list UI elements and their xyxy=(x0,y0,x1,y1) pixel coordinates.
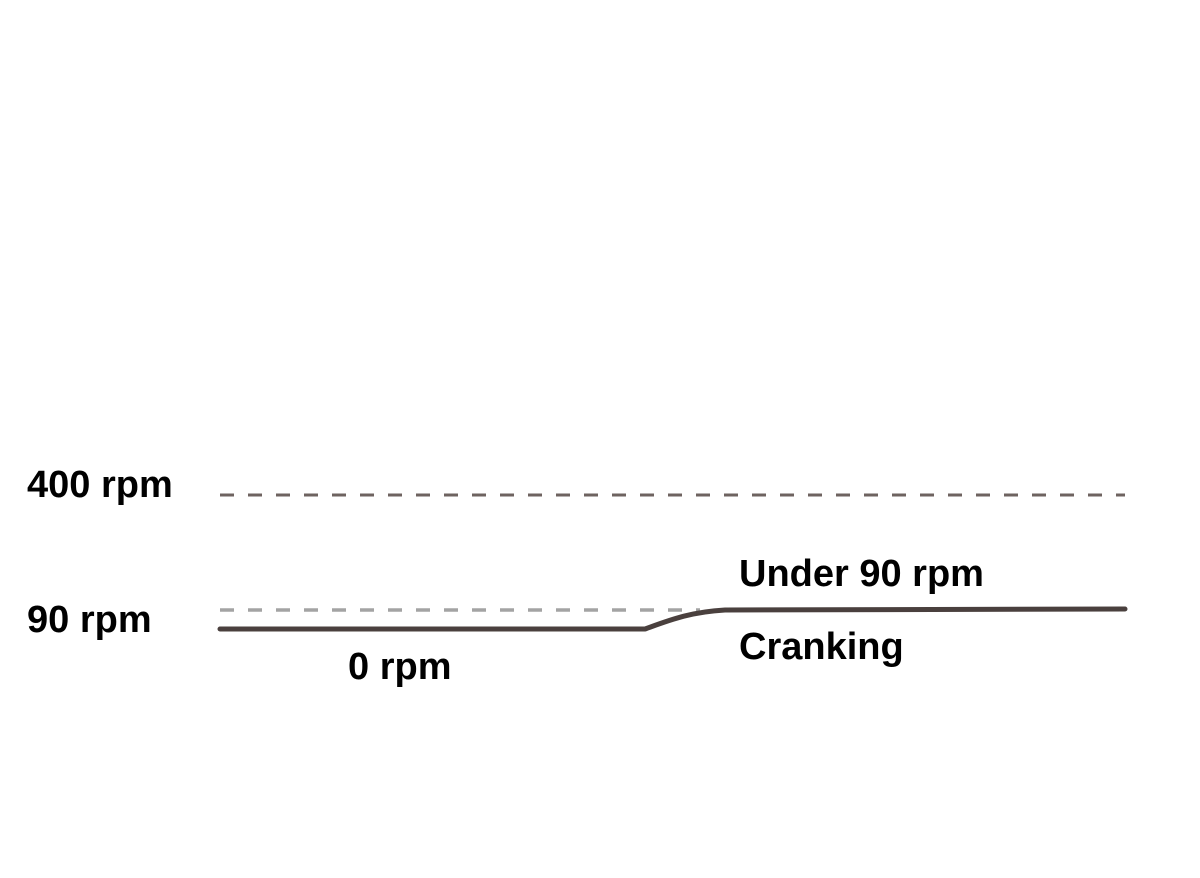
upper-level-label: 400 rpm xyxy=(27,464,173,506)
end-state-lower-label: Cranking xyxy=(739,626,904,668)
lower-level-label: 90 rpm xyxy=(27,599,152,641)
rpm-curve xyxy=(217,606,1128,632)
start-state-label: 0 rpm xyxy=(348,646,451,688)
end-state-upper-label: Under 90 rpm xyxy=(739,553,984,595)
